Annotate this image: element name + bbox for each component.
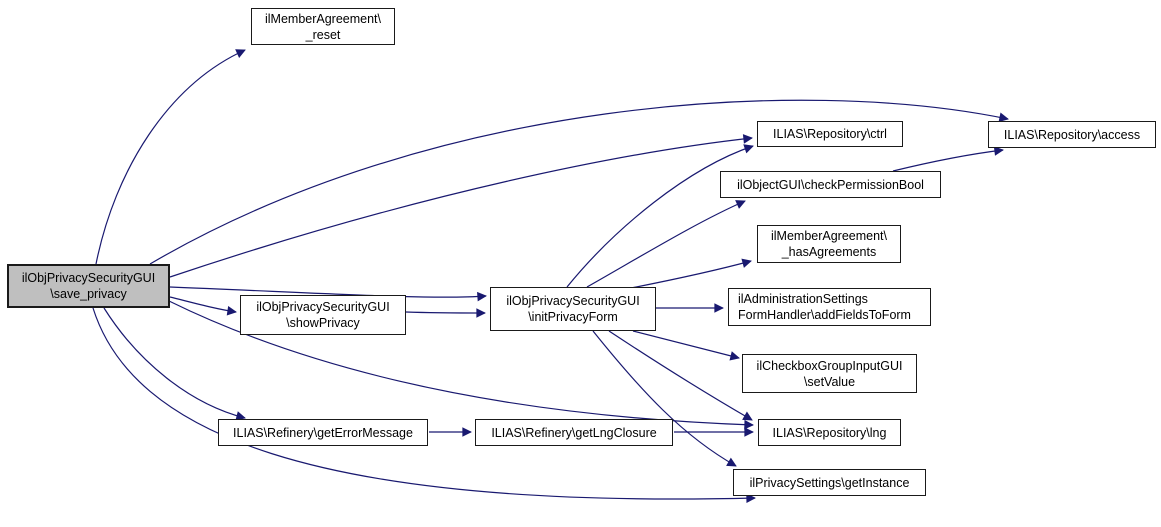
node-label: ilAdministrationSettings [738,292,868,306]
node-repository-lng[interactable]: ILIAS\Repository\lng [758,419,901,446]
node-label: _hasAgreements [781,245,877,259]
node-checkbox-group-set-value[interactable]: ilCheckboxGroupInputGUI \setValue [742,354,917,393]
node-add-fields-to-form[interactable]: ilAdministrationSettings FormHandler\add… [728,288,931,326]
node-label: \initPrivacyForm [528,310,618,324]
node-label: ilObjPrivacySecurityGUI [21,271,156,285]
edge-init-privacy-form-to-checkbox-group-set-value [632,330,740,361]
node-label: _reset [305,27,341,42]
edge-init-privacy-form-to-member-agreement-has-agreements [625,258,752,290]
edge-save-privacy-to-show-privacy [169,296,237,316]
node-refinery-get-lng-closure[interactable]: ILIAS\Refinery\getLngClosure [475,419,673,446]
node-repository-access[interactable]: ILIAS\Repository\access [988,121,1156,148]
node-save-privacy: ilObjPrivacySecurityGUI \save_privacy [7,264,170,308]
edge-save-privacy-to-privacy-settings-get-instance [92,307,756,504]
node-privacy-settings-get-instance[interactable]: ilPrivacySettings\getInstance [733,469,926,496]
edge-init-privacy-form-to-repository-ctrl [566,144,754,288]
edge-save-privacy-to-repository-ctrl [169,134,753,278]
edge-init-privacy-form-to-repository-lng [608,330,753,421]
node-label: ilMemberAgreement\ [770,229,887,243]
node-label: ilObjPrivacySecurityGUI [256,300,390,314]
node-show-privacy[interactable]: ilObjPrivacySecurityGUI \showPrivacy [240,295,406,335]
edge-show-privacy-to-init-privacy-form [405,308,486,318]
node-label: \save_privacy [50,287,127,301]
node-label: ILIAS\Refinery\getLngClosure [491,425,657,440]
node-label: ILIAS\Repository\ctrl [773,127,887,141]
edge-save-privacy-to-repository-access [149,99,1009,265]
node-member-agreement-has-agreements[interactable]: ilMemberAgreement\ _hasAgreements [757,225,901,263]
node-label: FormHandler\addFieldsToForm [738,308,911,322]
node-label: \setValue [803,374,856,389]
node-label: ilMemberAgreement\ [264,11,381,26]
node-label: \showPrivacy [286,316,360,330]
node-repository-ctrl[interactable]: ILIAS\Repository\ctrl [757,121,903,147]
edge-init-privacy-form-to-privacy-settings-get-instance [592,330,737,467]
edge-init-privacy-form-to-check-permission-bool [586,200,746,288]
node-label: ilPrivacySettings\getInstance [749,475,910,490]
node-check-permission-bool[interactable]: ilObjectGUI\checkPermissionBool [720,171,941,198]
edge-save-privacy-to-refinery-get-error-message [103,307,246,421]
node-refinery-get-error-message[interactable]: ILIAS\Refinery\getErrorMessage [218,419,428,446]
node-label: ILIAS\Repository\lng [772,425,887,440]
node-label: ilObjectGUI\checkPermissionBool [737,177,924,192]
node-label: ilObjPrivacySecurityGUI [506,294,640,308]
edge-save-privacy-to-member-agreement-reset [95,49,246,265]
node-label: ilCheckboxGroupInputGUI [756,358,903,373]
node-member-agreement-reset[interactable]: ilMemberAgreement\ _reset [251,8,395,45]
node-label: ILIAS\Repository\access [1003,127,1141,142]
node-label: ILIAS\Refinery\getErrorMessage [233,425,413,440]
node-init-privacy-form[interactable]: ilObjPrivacySecurityGUI \initPrivacyForm [490,287,656,331]
edge-check-permission-bool-to-repository-access [892,146,1004,172]
